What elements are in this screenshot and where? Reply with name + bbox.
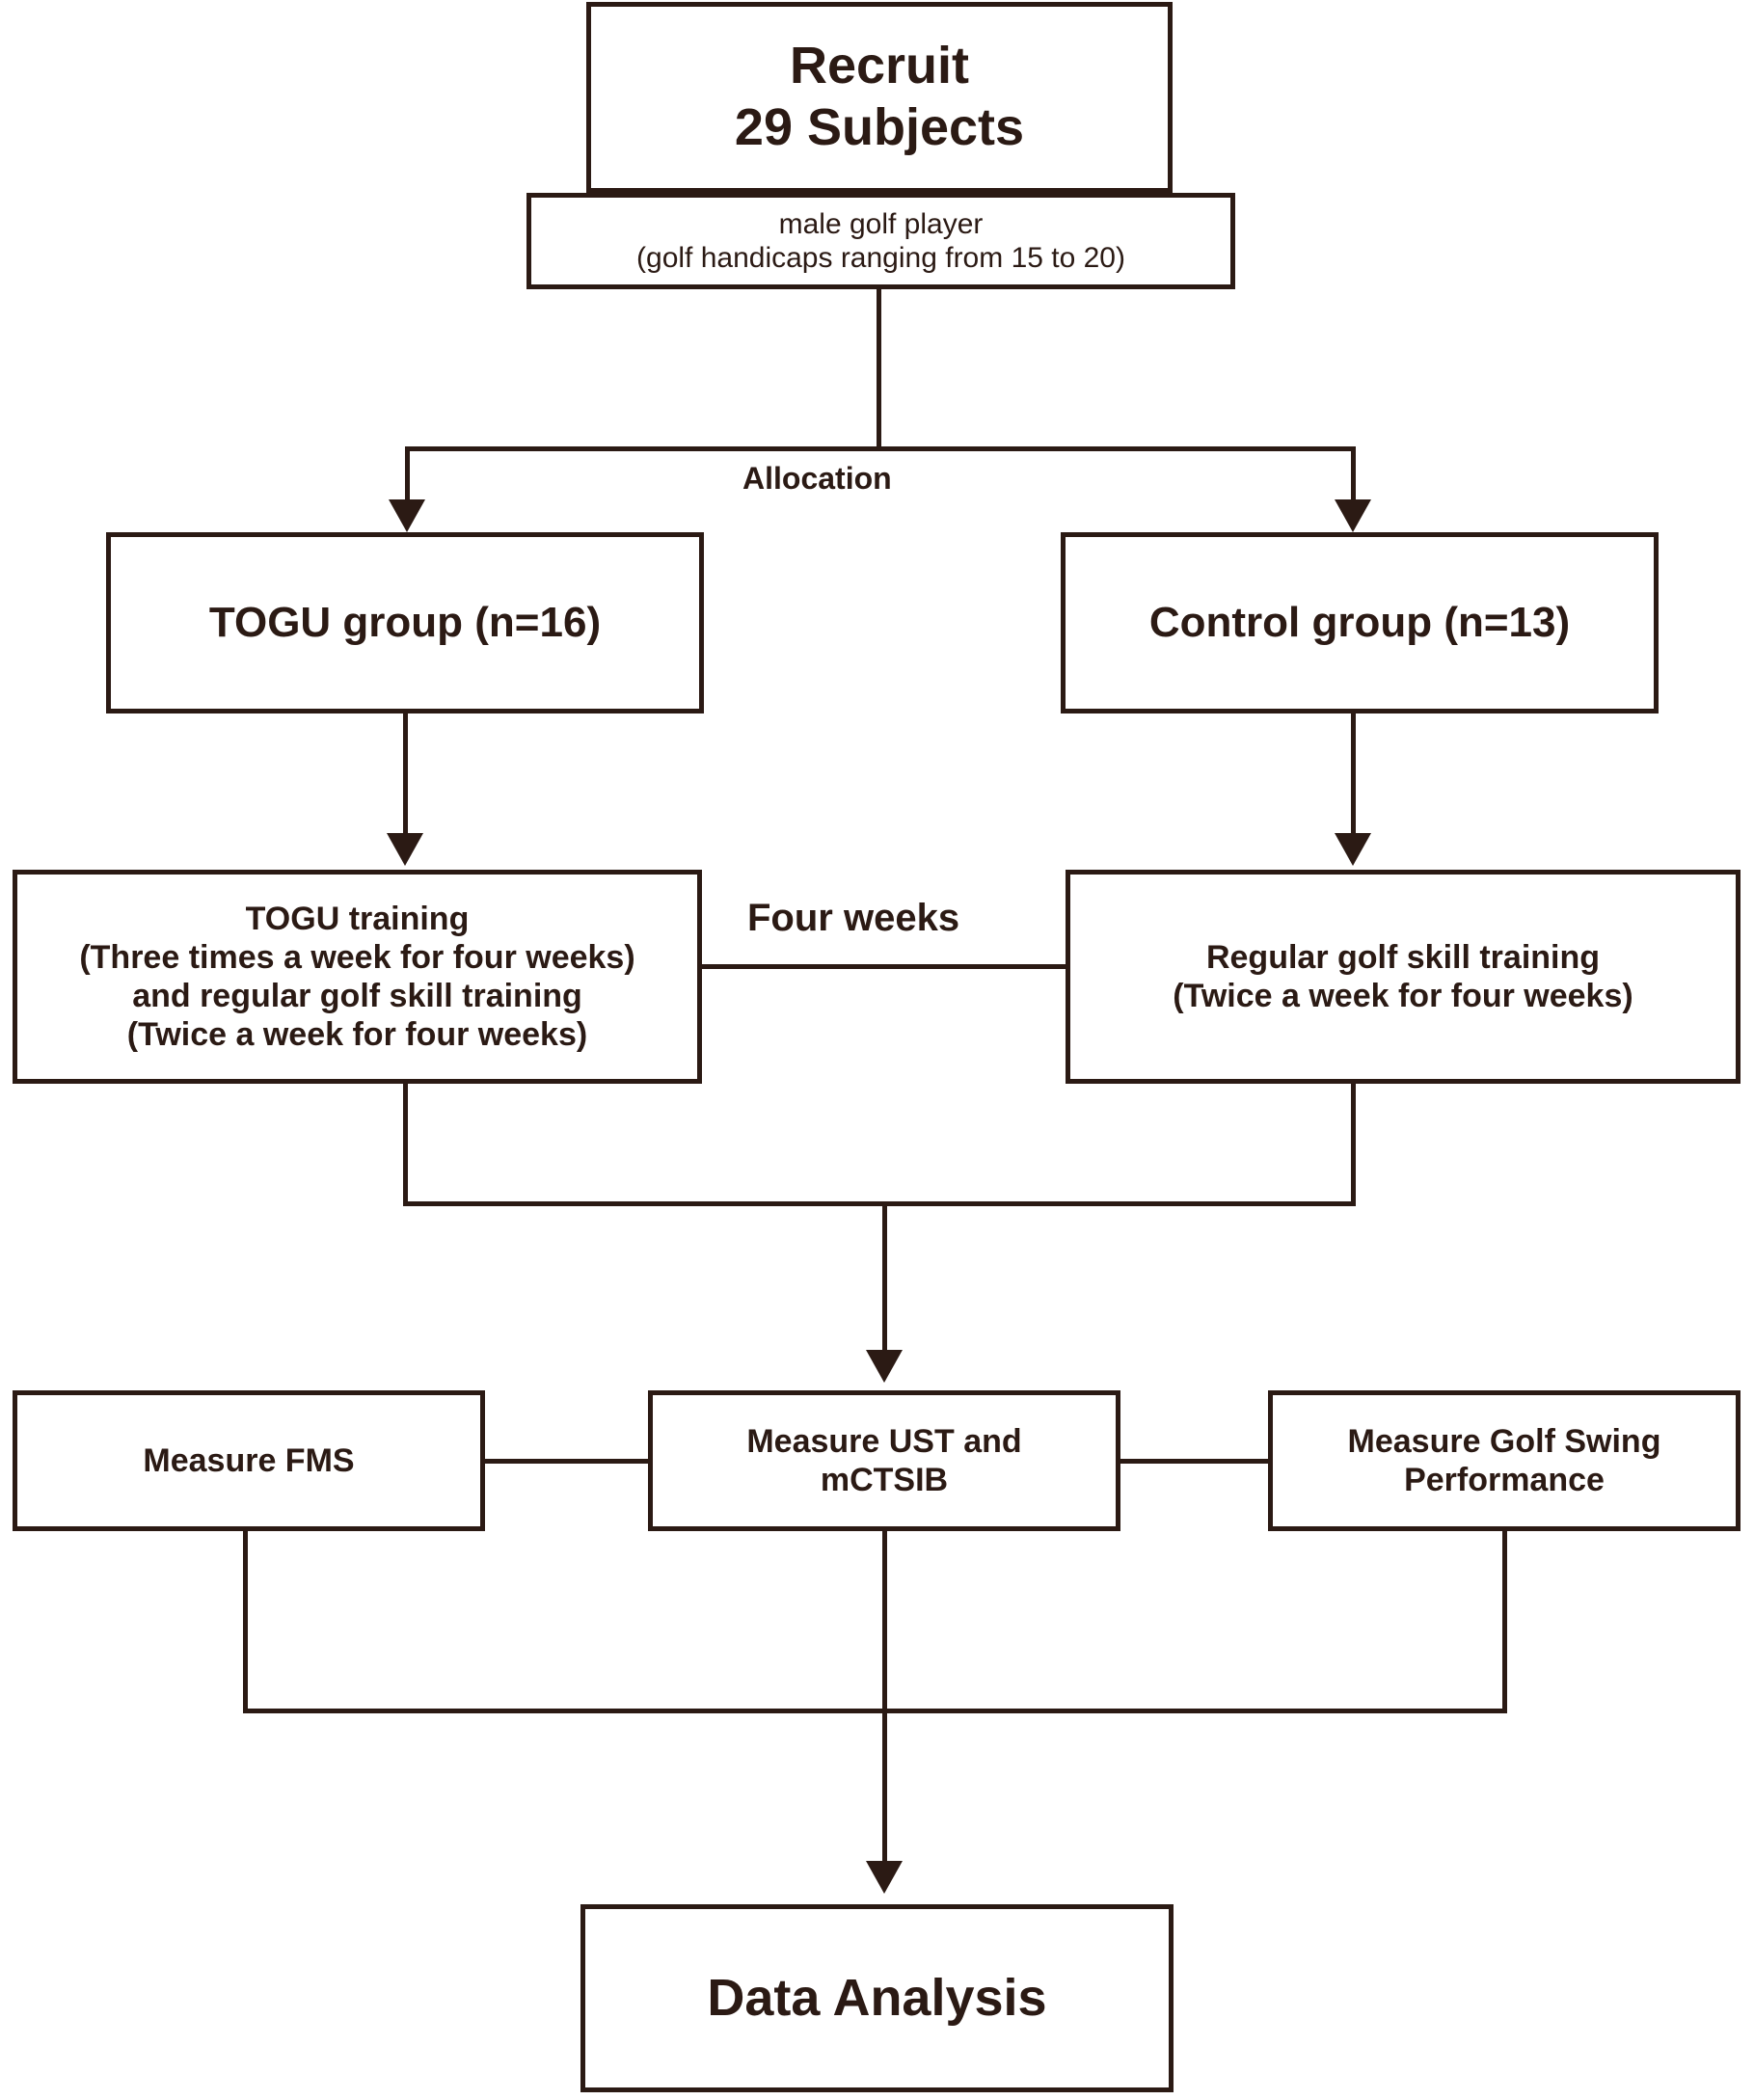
control-training-line-1: Regular golf skill training <box>1205 938 1601 976</box>
togu-training-line-1: TOGU training <box>245 900 470 937</box>
edge-control-training-down <box>1351 1084 1356 1205</box>
node-measure-golf-swing: Measure Golf Swing Performance <box>1268 1390 1741 1531</box>
edge-four-weeks-connector <box>702 964 1068 969</box>
togu-group-label: TOGU group (n=16) <box>208 599 602 647</box>
edge-recruit-to-allocation <box>877 289 881 451</box>
node-control-group: Control group (n=13) <box>1061 532 1659 713</box>
arrowhead-data-analysis <box>866 1861 903 1894</box>
control-training-line-2: (Twice a week for four weeks) <box>1173 978 1633 1014</box>
node-togu-group: TOGU group (n=16) <box>106 532 704 713</box>
togu-training-text: TOGU training (Three times a week for fo… <box>17 900 697 1054</box>
measure-ust-line-2: mCTSIB <box>820 1462 949 1498</box>
edge-merge-to-data-analysis <box>882 1709 887 1865</box>
measure-swing-text: Measure Golf Swing Performance <box>1273 1422 1736 1499</box>
edge-control-group-to-training <box>1351 713 1356 837</box>
edge-togu-training-down <box>403 1084 408 1205</box>
node-recruit-criteria: male golf player (golf handicaps ranging… <box>526 193 1235 289</box>
control-training-text: Regular golf skill training (Twice a wee… <box>1070 938 1736 1015</box>
arrowhead-merge-to-ust <box>866 1350 903 1383</box>
criteria-line-1: male golf player <box>778 207 984 240</box>
measure-fms-label: Measure FMS <box>143 1441 355 1479</box>
measure-ust-line-1: Measure UST and <box>746 1422 1022 1460</box>
edge-fms-to-ust <box>485 1459 648 1464</box>
criteria-line-2: (golf handicaps ranging from 15 to 20) <box>636 242 1125 274</box>
measure-ust-text: Measure UST and mCTSIB <box>653 1422 1116 1499</box>
edge-swing-down <box>1502 1531 1507 1712</box>
arrowhead-allocation-right <box>1335 499 1371 532</box>
criteria-text: male golf player (golf handicaps ranging… <box>531 207 1230 276</box>
node-measure-fms: Measure FMS <box>13 1390 485 1531</box>
edge-ust-to-swing <box>1120 1459 1268 1464</box>
arrowhead-allocation-left <box>389 499 425 532</box>
node-data-analysis: Data Analysis <box>580 1904 1174 2092</box>
edge-label-four-weeks: Four weeks <box>747 897 960 939</box>
arrowhead-togu-training <box>387 833 423 866</box>
measure-swing-line-1: Measure Golf Swing <box>1347 1422 1661 1460</box>
node-control-training: Regular golf skill training (Twice a wee… <box>1066 870 1741 1084</box>
arrowhead-control-training <box>1335 833 1371 866</box>
edge-togu-group-to-training <box>403 713 408 837</box>
node-recruit: Recruit 29 Subjects <box>586 2 1173 193</box>
node-measure-ust-mctsib: Measure UST and mCTSIB <box>648 1390 1120 1531</box>
recruit-line-2: 29 Subjects <box>734 98 1025 156</box>
togu-training-line-4: (Twice a week for four weeks) <box>126 1016 588 1054</box>
edge-fms-down <box>243 1531 248 1712</box>
data-analysis-label: Data Analysis <box>707 1968 1047 2027</box>
edge-allocation-bar <box>405 446 1356 451</box>
edge-label-allocation: Allocation <box>742 461 892 496</box>
edge-allocation-left-stem <box>405 446 410 504</box>
edge-allocation-right-stem <box>1351 446 1356 504</box>
control-group-label: Control group (n=13) <box>1148 599 1571 647</box>
recruit-text: Recruit 29 Subjects <box>591 36 1168 158</box>
edge-ust-down <box>882 1531 887 1712</box>
edge-merge-to-ust <box>882 1201 887 1354</box>
node-togu-training: TOGU training (Three times a week for fo… <box>13 870 702 1084</box>
edge-training-merge-bar <box>403 1201 1356 1206</box>
togu-training-line-3: and regular golf skill training <box>132 978 582 1014</box>
togu-training-line-2: (Three times a week for four weeks) <box>79 938 635 976</box>
measure-swing-line-2: Performance <box>1404 1462 1605 1498</box>
edge-measurement-merge-bar <box>243 1709 1507 1713</box>
recruit-line-1: Recruit <box>789 37 970 95</box>
